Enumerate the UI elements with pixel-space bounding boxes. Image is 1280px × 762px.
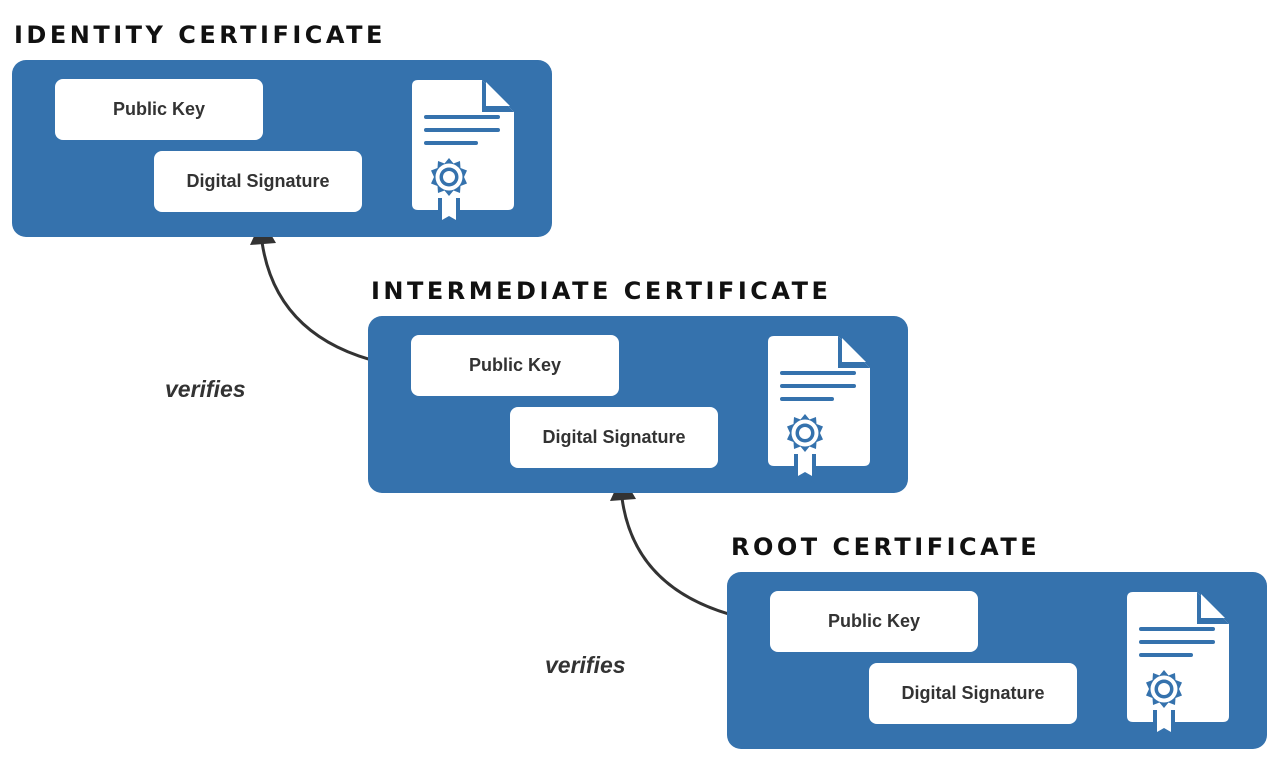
verifies-label-2: verifies xyxy=(545,652,626,678)
root-certificate-title: ROOT CERTIFICATE xyxy=(731,533,1041,561)
intermediate-certificate-card: Public Key Digital Signature xyxy=(368,316,908,493)
certificate-document-icon xyxy=(768,332,874,490)
root-certificate-card: Public Key Digital Signature xyxy=(727,572,1267,749)
intermediate-certificate-title: INTERMEDIATE CERTIFICATE xyxy=(371,277,832,305)
identity-digital-signature-box: Digital Signature xyxy=(154,151,362,212)
identity-public-key-box: Public Key xyxy=(55,79,263,140)
certificate-document-icon xyxy=(412,76,518,234)
intermediate-digital-signature-box: Digital Signature xyxy=(510,407,718,468)
identity-certificate-title: IDENTITY CERTIFICATE xyxy=(14,21,386,49)
root-public-key-box: Public Key xyxy=(770,591,978,652)
verifies-label-1: verifies xyxy=(165,376,246,402)
identity-certificate-card: Public Key Digital Signature xyxy=(12,60,552,237)
certificate-document-icon xyxy=(1127,588,1233,746)
root-digital-signature-box: Digital Signature xyxy=(869,663,1077,724)
intermediate-public-key-box: Public Key xyxy=(411,335,619,396)
